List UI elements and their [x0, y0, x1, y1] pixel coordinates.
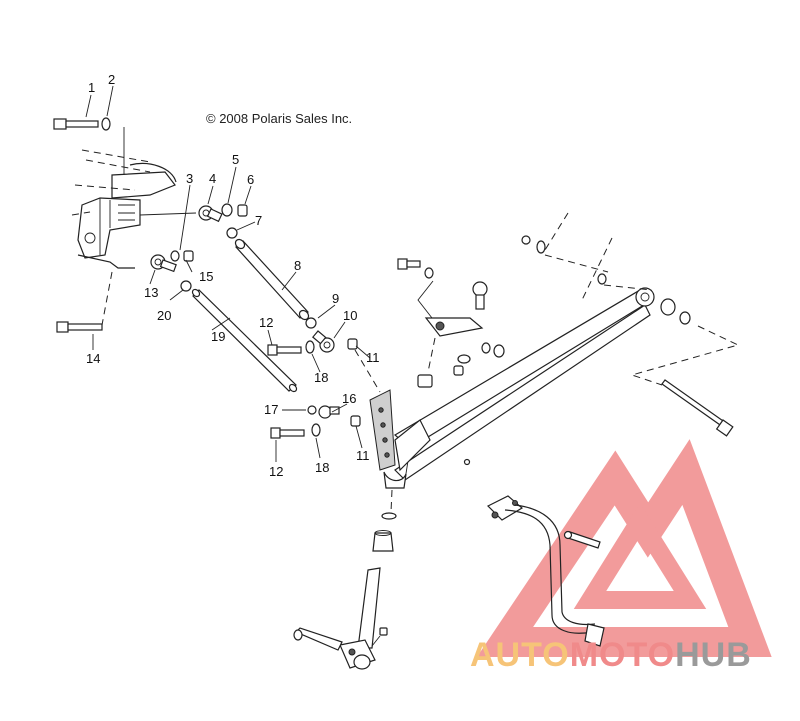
watermark-text: AUTOMOTOHUB: [470, 636, 752, 675]
washer-mid-2: [481, 342, 491, 354]
watermark-moto: MOTO: [569, 636, 676, 674]
leader-line: [390, 489, 393, 513]
steering-link-plate: [424, 317, 484, 337]
o-ring-lower: [381, 512, 397, 520]
nut-mid: [453, 365, 464, 376]
leader-line-right: [630, 325, 740, 386]
frame-section: [71, 149, 177, 269]
callout-1: 1: [88, 80, 95, 95]
nut-part-6: [237, 204, 248, 217]
bolt-part-12: [267, 344, 302, 356]
leader-line: [101, 271, 113, 326]
callout-18-upper: 18: [314, 370, 328, 385]
tie-rod-end-part-4: [198, 205, 223, 223]
callout-9: 9: [332, 291, 339, 306]
steering-column: [486, 495, 605, 647]
bushing-top: [417, 374, 433, 388]
washer-part-18: [311, 423, 321, 437]
nut-top-right: [521, 235, 531, 245]
callout-17: 17: [264, 402, 278, 417]
callout-8: 8: [294, 258, 301, 273]
nut-part-17: [307, 405, 317, 415]
tie-rod-end-part-16: [318, 405, 340, 419]
washer-part-5: [221, 203, 233, 217]
watermark-logo: [476, 439, 772, 657]
callout-18-lower: 18: [315, 460, 329, 475]
o-ring-right: [679, 311, 691, 325]
watermark-auto: AUTO: [470, 636, 570, 674]
leader-lines-top-right: [544, 212, 653, 301]
copyright-notice: © 2008 Polaris Sales Inc.: [206, 111, 353, 126]
tie-rod-end-part-10: [312, 330, 335, 353]
bolt-part-1: [53, 118, 99, 130]
nut-part-15: [183, 250, 194, 262]
bushing-lower: [372, 532, 394, 552]
tie-rod-end-top: [472, 281, 488, 310]
steering-arm-assembly: [369, 287, 655, 489]
leader-line: [139, 212, 197, 216]
callout-12-upper: 12: [259, 315, 273, 330]
callout-15: 15: [199, 269, 213, 284]
washer-top-center: [424, 267, 434, 279]
pivot-bolt-right: [661, 379, 734, 437]
bushing-right: [660, 298, 676, 316]
tie-rod-part-19: [191, 288, 298, 393]
nut-part-11: [347, 338, 358, 350]
leader-line: [417, 280, 434, 319]
washer-mid-3: [493, 344, 505, 358]
tie-rod-end-part-13: [150, 254, 177, 273]
bolt-top-center: [397, 258, 421, 270]
washer-right: [597, 273, 607, 285]
callout-16: 16: [342, 391, 356, 406]
callout-7: 7: [255, 213, 262, 228]
bolt-part-14: [56, 321, 103, 333]
callout-14: 14: [86, 351, 100, 366]
callout-3: 3: [186, 171, 193, 186]
nut-part-7: [226, 227, 238, 239]
callout-6: 6: [247, 172, 254, 187]
nut-part-20: [180, 280, 192, 292]
washer-part-2: [101, 117, 111, 131]
callout-leaders: [85, 85, 371, 462]
washer-part-18: [305, 340, 315, 354]
tie-rod-tube-part-8: [234, 238, 310, 321]
callout-11-upper: 11: [366, 350, 380, 365]
callout-20: 20: [157, 308, 171, 323]
watermark-hub: HUB: [675, 636, 752, 674]
leader-line: [427, 337, 436, 373]
bolt-part-12: [270, 427, 305, 439]
callout-19: 19: [211, 329, 225, 344]
washer-part-3: [170, 250, 180, 262]
callout-2: 2: [108, 72, 115, 87]
washer-top-right: [536, 240, 546, 254]
callout-5: 5: [232, 152, 239, 167]
callout-11-lower: 11: [356, 448, 370, 463]
nut-part-11: [350, 415, 361, 427]
spindle-assembly: [293, 567, 388, 670]
nut-part-9: [305, 317, 317, 329]
callout-4: 4: [209, 171, 216, 186]
callout-12-lower: 12: [269, 464, 283, 479]
callout-labels: 1 2 3 4 5 6 7 8 9 10 11 11 12 12 13 14 1…: [86, 72, 380, 479]
leader-line: [354, 349, 381, 393]
callout-13: 13: [144, 285, 158, 300]
washer-mid-1: [457, 354, 471, 364]
callout-10: 10: [343, 308, 357, 323]
